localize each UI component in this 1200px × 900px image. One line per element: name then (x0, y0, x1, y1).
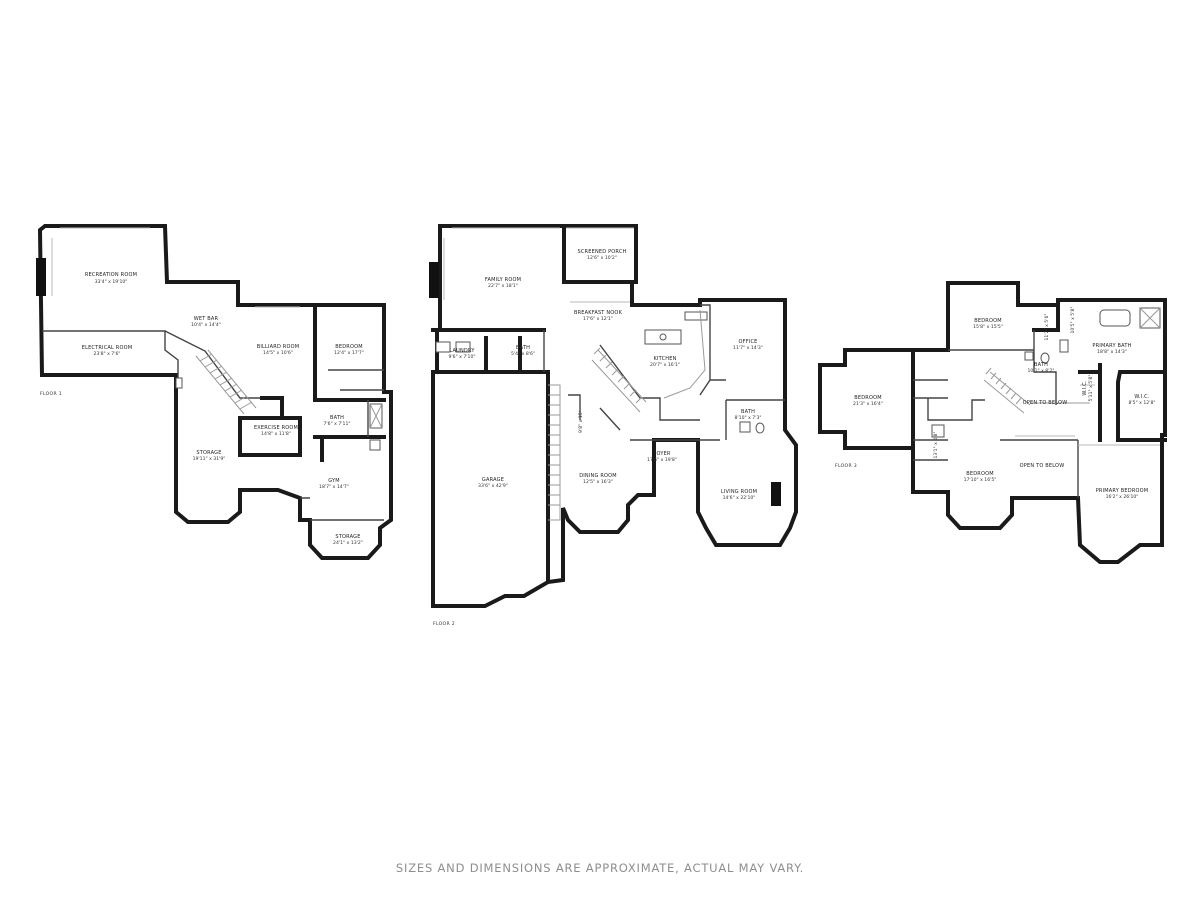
room-dimensions: 7'6" x 7'11" (323, 421, 350, 427)
fireplace-icon (36, 258, 46, 296)
room-name: BATH (1034, 362, 1048, 368)
room-dimensions: 10'1" x 8'2" (1027, 368, 1054, 374)
floor-1-exterior-wall (37, 224, 393, 560)
room-name: BEDROOM (966, 471, 994, 477)
room-dimensions: 5'11" x 5'8" (1088, 374, 1094, 401)
floor-1-plan: RECREATION ROOM 33'4" x 19'10" WET BAR 1… (36, 224, 393, 560)
room-dimensions: 33'4" x 19'10" (95, 279, 128, 285)
room-name: PRIMARY BEDROOM (1096, 488, 1149, 494)
room-dimensions: 12'6" x 10'2" (587, 255, 617, 261)
room-name: STORAGE (335, 534, 360, 540)
room-dimensions: 20'7" x 16'1" (650, 362, 680, 368)
room-dimensions: 10'4" x 14'4" (191, 322, 221, 328)
room-name: W.I.C. (1134, 394, 1150, 400)
floor-2-stairs (548, 347, 647, 521)
room-name: LIVING ROOM (721, 489, 757, 495)
toilet-icon (1040, 352, 1050, 364)
appliance-icon (435, 341, 451, 353)
floor-label: FLOOR 2 (433, 621, 455, 627)
room-name: EXERCISE ROOM (254, 425, 298, 431)
appliance-icon (455, 341, 471, 353)
room-dimensions: 18'8" x 14'3" (1097, 349, 1127, 355)
room-name: RECREATION ROOM (85, 272, 137, 278)
floor-label: FLOOR 3 (835, 463, 857, 469)
toilet-icon (755, 422, 765, 434)
room-name: ELECTRICAL ROOM (82, 345, 133, 351)
room-name: LAUNDRY (449, 348, 475, 354)
room-name: FAMILY ROOM (485, 277, 521, 283)
room-dimensions: 23'8" x 7'6" (93, 351, 120, 357)
room-dimensions: 18'7" x 14'7" (319, 484, 349, 490)
floor-1-interior-wall (42, 330, 179, 378)
room-dimensions: 24'1" x 13'2" (333, 540, 363, 546)
room-dimensions: 9'6" x 7'10" (448, 354, 475, 360)
room-name: STORAGE (196, 450, 221, 456)
room-name: OFFICE (738, 339, 757, 345)
room-name: OPEN TO BELOW (1020, 463, 1065, 469)
sink-icon (369, 439, 381, 451)
sink-icon (739, 421, 751, 433)
bathtub-icon (1099, 309, 1131, 327)
room-name: GARAGE (482, 477, 504, 483)
fixture-icon (175, 377, 183, 389)
room-dimensions: 15'8" x 15'5" (973, 324, 1003, 330)
room-dimensions: 11'7" x 14'3" (733, 345, 763, 351)
room-dimensions: 13'1" x 4'8" (933, 431, 939, 458)
room-name: BREAKFAST NOOK (574, 310, 623, 316)
floor-3-stairs (983, 367, 1090, 414)
room-dimensions: 17'6" x 12'1" (583, 316, 613, 322)
room-dimensions: 14'5" x 10'6" (263, 350, 293, 356)
floor-2-plan: FAMILY ROOM 22'7" x 18'1" SCREENED PORCH… (429, 224, 798, 627)
room-dimensions: 11'2" x 5'6" (1044, 313, 1050, 340)
room-name: BEDROOM (335, 344, 363, 350)
room-dimensions: 8'5" x 12'8" (1128, 400, 1155, 406)
fireplace-icon (771, 482, 781, 506)
room-name: BATH (741, 409, 755, 415)
floor-2-exterior-wall (431, 224, 798, 608)
room-dimensions: 14'8" x 11'8" (261, 431, 291, 437)
room-name: FOYER (653, 451, 671, 457)
room-name: SCREENED PORCH (577, 249, 626, 255)
room-name: PRIMARY BATH (1092, 343, 1131, 349)
sink-icon (931, 424, 945, 438)
room-name: BATH (516, 345, 530, 351)
sink-icon (1024, 351, 1034, 361)
room-name: WET BAR (194, 316, 219, 322)
room-name: KITCHEN (653, 356, 676, 362)
room-dimensions: 8'10" x 7'3" (734, 415, 761, 421)
room-dimensions: 16'2" x 26'10" (1106, 494, 1139, 500)
room-dimensions: 14'6" x 22'10" (723, 495, 756, 501)
room-name: BEDROOM (974, 318, 1002, 324)
room-dimensions: 22'7" x 18'1" (488, 283, 518, 289)
room-dimensions: 21'3" x 16'4" (853, 401, 883, 407)
room-dimensions: 12'4" x 17'7" (334, 350, 364, 356)
sink-icon (1059, 339, 1069, 353)
floor-3-bedroom-wall (818, 348, 915, 450)
room-name: OPEN TO BELOW (1023, 400, 1068, 406)
room-dimensions: 17'10" x 16'5" (964, 477, 997, 483)
room-name: BATH (330, 415, 344, 421)
room-dimensions: 9'8" x 15' (578, 411, 584, 433)
floor-label: FLOOR 1 (40, 391, 62, 397)
room-dimensions: 5'4" x 8'6" (511, 351, 535, 357)
room-name: GYM (328, 478, 340, 484)
room-name: BILLIARD ROOM (257, 344, 300, 350)
room-dimensions: 33'6" x 42'9" (478, 483, 508, 489)
room-dimensions: 10'5" x 5'8" (1070, 306, 1076, 333)
floor-3-plan: BEDROOM 15'8" x 15'5" BEDROOM 21'3" x 16… (818, 281, 1167, 564)
disclaimer-text: SIZES AND DIMENSIONS ARE APPROXIMATE, AC… (395, 861, 805, 875)
room-dimensions: 12'5" x 16'3" (583, 479, 613, 485)
room-dimensions: 19'11" x 31'9" (193, 456, 226, 462)
room-name: W.I.C. (1082, 380, 1088, 396)
room-dimensions: 17'5" x 19'8" (647, 457, 677, 463)
room-name: BEDROOM (854, 395, 882, 401)
fireplace-icon (429, 262, 439, 298)
room-name: DINING ROOM (579, 473, 617, 479)
floor-1-stairs (195, 349, 257, 415)
